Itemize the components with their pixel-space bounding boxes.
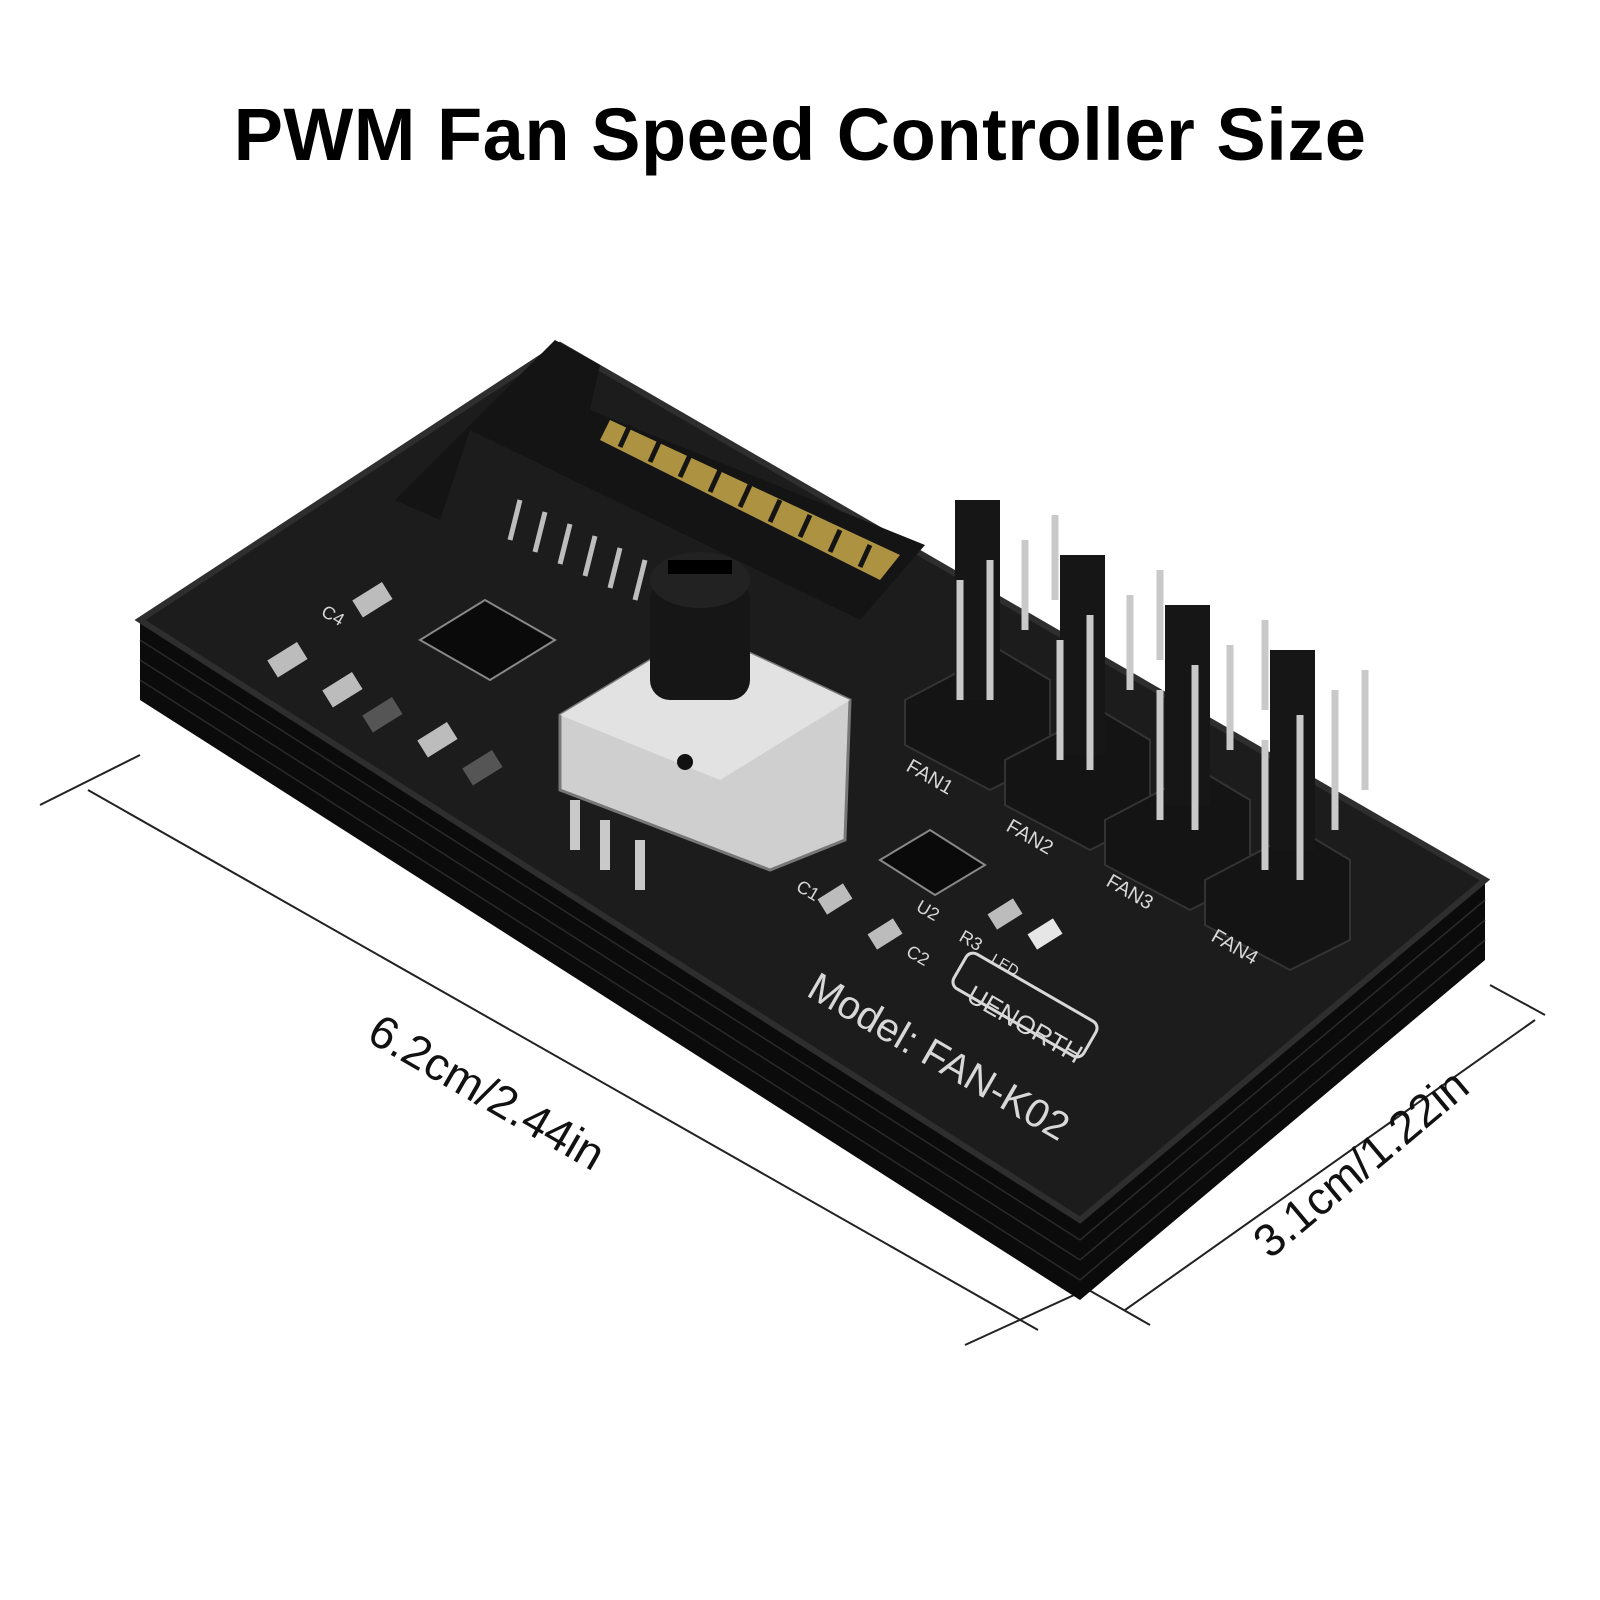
dimension-lines xyxy=(39,754,1546,1346)
smd-components xyxy=(267,581,1063,950)
sata-connector xyxy=(395,340,925,620)
page-title: PWM Fan Speed Controller Size xyxy=(233,93,1367,176)
fan-header-4 xyxy=(1204,650,1369,972)
fan-headers xyxy=(904,500,1369,972)
potentiometer xyxy=(558,552,852,890)
length-dimension-label: 6.2cm/2.44in xyxy=(360,1004,614,1181)
